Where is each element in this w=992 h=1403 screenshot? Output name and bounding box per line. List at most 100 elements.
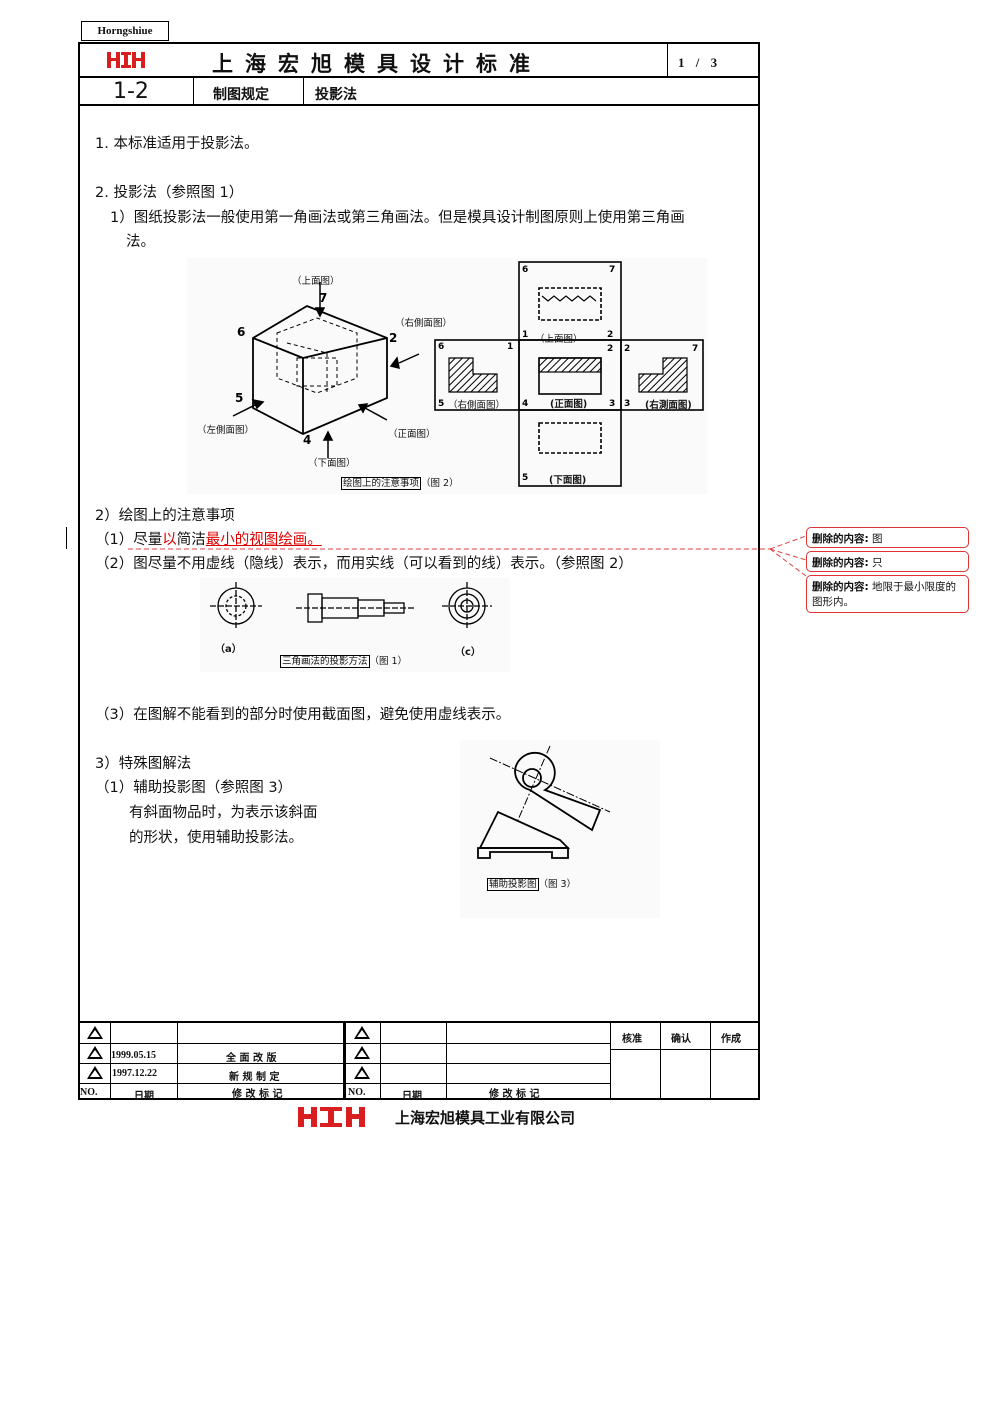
- svg-text:5: 5: [438, 399, 444, 409]
- figure-3-auxiliary: [460, 740, 660, 918]
- svg-text:5: 5: [522, 473, 528, 483]
- section-3-title: 3）特殊图解法: [95, 756, 192, 772]
- revision-date-3: 1997.12.22: [112, 1068, 157, 1079]
- comment-label: 删除的内容:: [812, 557, 869, 569]
- rev-col-4: [380, 1022, 381, 1100]
- change-bar: [66, 527, 67, 549]
- fig3-caption: 辅助投影图（图 3）: [487, 876, 577, 891]
- no-label-left: NO.: [80, 1087, 98, 1098]
- figure-1-drawings: [200, 578, 510, 672]
- approval-header-line: [610, 1049, 760, 1050]
- comment-label: 删除的内容:: [812, 533, 869, 545]
- comment-label: 删除的内容:: [812, 581, 869, 593]
- approval-col-1: [610, 1022, 611, 1100]
- revision-triangle-icon: [87, 1046, 103, 1059]
- svg-text:4: 4: [303, 433, 311, 447]
- svg-text:1: 1: [507, 342, 513, 352]
- fig2-c-top: （上面图）: [535, 334, 583, 345]
- fig3-caption-tail: （图 3）: [538, 879, 577, 890]
- fig3-caption-box: 辅助投影图: [487, 878, 539, 891]
- fig1-caption: 三角画法的投影方法（图 1）: [280, 653, 407, 668]
- fig2-c-bottom: (下面图): [549, 475, 587, 486]
- svg-text:5: 5: [235, 391, 243, 405]
- fig1-label-c: （c）: [455, 647, 481, 658]
- revision-triangle-icon: [87, 1026, 103, 1039]
- approval-col-2: [660, 1022, 661, 1100]
- no-label-right: NO.: [348, 1087, 366, 1098]
- svg-text:2: 2: [607, 330, 613, 340]
- page-divider: [667, 42, 668, 77]
- svg-text:2: 2: [389, 331, 397, 345]
- comment-text: 图: [872, 533, 883, 545]
- svg-text:3: 3: [609, 399, 615, 409]
- header-divider: [78, 76, 760, 78]
- item-1-mid: 简洁: [176, 532, 206, 548]
- header-divider-2: [78, 104, 760, 106]
- revision-triangle-icon: [354, 1046, 370, 1059]
- fig2-caption: 绘图上的注意事项（图 2）: [341, 475, 459, 490]
- date-label-left: 日期: [134, 1091, 154, 1102]
- svg-text:1: 1: [522, 330, 528, 340]
- rev-col-2: [177, 1022, 178, 1100]
- footer-company: 上海宏旭模具工业有限公司: [395, 1109, 576, 1127]
- rev-col-1: [110, 1022, 111, 1100]
- approve-label: 核准: [622, 1034, 642, 1045]
- item-1-prefix: （1）尽量: [95, 532, 163, 548]
- inserted-text-1: 以: [162, 532, 177, 548]
- paragraph-2: 2. 投影法（参照图 1）: [95, 185, 244, 201]
- note-label-right: 修 改 标 记: [489, 1089, 540, 1100]
- comment-text: 只: [872, 557, 883, 569]
- logo-icon: [107, 52, 145, 68]
- comment-deleted-3[interactable]: 删除的内容: 地限于最小限度的图形内。: [806, 575, 969, 613]
- paragraph-2-1b: 法。: [126, 234, 155, 250]
- category-divider: [303, 77, 304, 105]
- fig1-caption-box: 三角画法的投影方法: [280, 655, 370, 668]
- comment-text: 地限于最小限度的图形内。: [812, 581, 957, 608]
- fig2-label-front: （正面图）: [388, 429, 436, 440]
- svg-text:7: 7: [319, 291, 327, 305]
- paragraph-2-1a: 1）图纸投影法一般使用第一角画法或第三角画法。但是模具设计制图原则上使用第三角画: [110, 210, 685, 226]
- revision-table-top: [78, 1021, 760, 1023]
- revision-date-2: 1999.05.15: [111, 1050, 156, 1061]
- date-label-right: 日期: [402, 1091, 422, 1102]
- svg-text:3: 3: [624, 399, 630, 409]
- svg-text:7: 7: [692, 344, 698, 354]
- svg-text:6: 6: [438, 342, 444, 352]
- fig2-label-top: （上面图）: [292, 276, 340, 287]
- fig2-c-right: (右測面图): [645, 400, 692, 411]
- svg-text:2: 2: [624, 344, 630, 354]
- approval-col-3: [710, 1022, 711, 1100]
- svg-text:6: 6: [522, 265, 528, 275]
- rev-col-5: [446, 1022, 447, 1100]
- svg-text:7: 7: [609, 265, 615, 275]
- rev-col-mid: [343, 1022, 346, 1100]
- section-2-item-1: （1）尽量以简洁最小的视图绘画。: [95, 528, 322, 552]
- revision-triangle-icon: [87, 1066, 103, 1079]
- revision-note-2: 全 面 改 版: [226, 1053, 277, 1064]
- confirm-label: 确认: [671, 1034, 691, 1045]
- section-3-desc-1: 有斜面物品时，为表示该斜面: [129, 805, 318, 821]
- revision-triangle-icon: [354, 1026, 370, 1039]
- author-label: 作成: [721, 1034, 741, 1045]
- section-2-item-2: （2）图尽量不用虚线（隐线）表示，而用实线（可以看到的线）表示。（参照图 2）: [95, 556, 633, 572]
- svg-text:6: 6: [237, 325, 245, 339]
- svg-text:2: 2: [607, 344, 613, 354]
- comment-deleted-2[interactable]: 删除的内容: 只: [806, 551, 969, 572]
- revision-triangle-icon: [354, 1066, 370, 1079]
- document-title: 上海宏旭模具设计标准: [212, 52, 542, 76]
- fig2-label-right: （右側面图）: [395, 318, 453, 329]
- topic-label: 投影法: [315, 87, 357, 103]
- revision-note-3: 新 规 制 定: [229, 1072, 280, 1083]
- section-3-desc-2: 的形状，使用辅助投影法。: [129, 830, 303, 846]
- fig2-caption-tail: （图 2）: [421, 478, 459, 489]
- document-frame: [78, 42, 760, 1100]
- code-divider: [193, 77, 194, 105]
- standard-code: 1-2: [113, 79, 149, 104]
- note-label-left: 修 改 标 记: [232, 1089, 283, 1100]
- footer-logo-icon: [298, 1107, 365, 1127]
- fig2-c-front: (正面图): [550, 399, 588, 410]
- comment-deleted-1[interactable]: 删除的内容: 图: [806, 527, 969, 548]
- fig2-label-bottom: （下面图）: [308, 458, 356, 469]
- svg-text:4: 4: [522, 399, 528, 409]
